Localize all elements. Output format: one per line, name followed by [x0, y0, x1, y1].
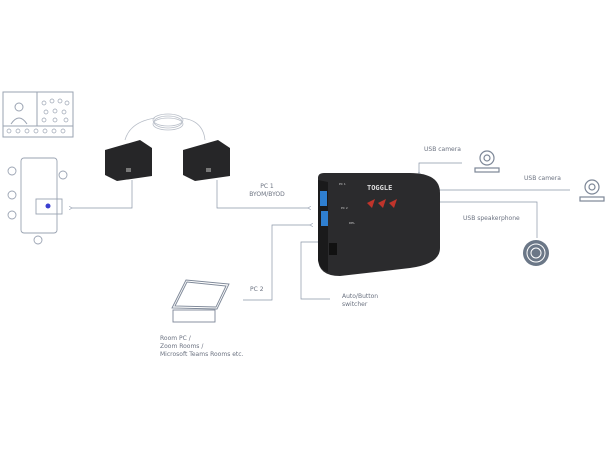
room-pc-label: Room PC / Zoom Rooms / Microsoft Teams R… — [160, 335, 243, 359]
usb-extender-receiver — [183, 140, 230, 181]
pc2-label: PC 2 — [250, 286, 264, 293]
room-pc-line3: Microsoft Teams Rooms etc. — [160, 351, 244, 358]
port-label-pc2: PC 2 — [341, 206, 348, 210]
toggle-usb-switch-device: TOGGLE PC 1 PC 2 DEL — [318, 173, 440, 276]
pc1-label-line2: BYOM/BYOD — [249, 191, 285, 198]
usb-camera-icon — [474, 150, 500, 173]
pc1-label-line1: PC 1 — [260, 183, 274, 190]
red-arrows-icon — [367, 199, 397, 208]
speakerphone-icon — [523, 240, 549, 266]
auto-switcher-label: Auto/Button switcher — [342, 293, 378, 309]
brand-logo: TOGGLE — [367, 184, 392, 192]
webcam-dot — [45, 203, 51, 209]
auto-switcher-line2: switcher — [342, 301, 368, 308]
usb-port-pc1 — [320, 191, 327, 206]
video-wall-icon — [2, 91, 74, 138]
usb-speakerphone-label: USB speakerphone — [463, 215, 520, 222]
usb-port-pc2 — [321, 211, 328, 226]
usb-extender-transmitter — [105, 140, 152, 181]
port-label-del: DEL — [349, 221, 355, 225]
power-jack — [329, 243, 337, 255]
room-pc-line1: Room PC / — [160, 335, 191, 342]
room-pc-line2: Zoom Rooms / — [160, 343, 204, 350]
auto-switcher-line1: Auto/Button — [342, 293, 379, 300]
usb-camera-2-label: USB camera — [524, 175, 561, 182]
ethernet-cable-icon — [124, 113, 206, 141]
usb-camera-1-label: USB camera — [424, 146, 461, 153]
conference-table-icon — [7, 157, 68, 245]
usb-camera-icon — [579, 179, 605, 202]
port-label-pc1: PC 1 — [339, 182, 346, 186]
room-pc-monitor-icon — [171, 279, 230, 323]
pc1-label: PC 1 BYOM/BYOD — [246, 183, 288, 199]
connection-lines — [69, 162, 570, 301]
